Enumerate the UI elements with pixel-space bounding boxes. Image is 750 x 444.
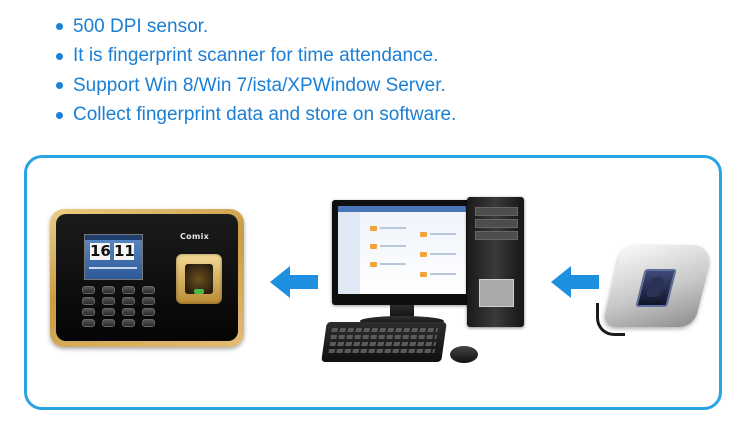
feature-item: 500 DPI sensor. — [56, 12, 456, 42]
keypad-key — [142, 308, 155, 316]
folder-icon — [370, 226, 377, 231]
terminal-screen: 16 11 — [84, 234, 143, 280]
screen-text-line — [380, 227, 406, 229]
usb-cable — [596, 303, 625, 336]
keypad-key — [142, 297, 155, 305]
keypad-key — [122, 297, 135, 305]
window-sidebar — [338, 212, 360, 294]
folder-icon — [370, 262, 377, 267]
screen-text-line — [380, 245, 406, 247]
feature-item: Support Win 8/Win 7/ista/XPWindow Server… — [56, 71, 456, 101]
keypad-key — [122, 286, 135, 294]
keypad-key — [82, 319, 95, 327]
monitor-stand — [390, 305, 414, 319]
drive-bay — [475, 207, 518, 216]
keypad-key — [82, 286, 95, 294]
drive-bay — [475, 219, 518, 228]
keypad-key — [102, 308, 115, 316]
monitor-screen — [338, 206, 466, 294]
keypad-key — [122, 319, 135, 327]
keypad-key — [82, 297, 95, 305]
feature-list: 500 DPI sensor. It is fingerprint scanne… — [56, 12, 456, 130]
monitor-base — [360, 316, 444, 326]
brand-logo: Comix — [180, 232, 210, 241]
bullet-icon — [56, 23, 63, 31]
drive-bay — [475, 231, 518, 240]
feature-item: Collect fingerprint data and store on so… — [56, 101, 456, 131]
keypad-key — [82, 308, 95, 316]
folder-icon — [420, 252, 427, 257]
mouse — [450, 346, 478, 363]
keypad-key — [142, 286, 155, 294]
folder-icon — [370, 244, 377, 249]
keypad-key — [102, 286, 115, 294]
keypad-key — [102, 297, 115, 305]
screen-date-line — [89, 267, 137, 269]
keyboard-row — [328, 349, 436, 353]
keyboard-row — [331, 328, 438, 332]
sensor-led — [194, 289, 204, 294]
arrow-left-icon — [551, 266, 599, 298]
folder-icon — [420, 232, 427, 237]
feature-text: Collect fingerprint data and store on so… — [73, 104, 457, 126]
tower-panel — [479, 279, 514, 307]
monitor — [332, 200, 472, 305]
clock-hours: 16 — [90, 242, 111, 260]
feature-text: Support Win 8/Win 7/ista/XPWindow Server… — [73, 74, 446, 96]
bullet-icon — [56, 52, 63, 60]
folder-icon — [420, 272, 427, 277]
terminal-face: 16 11 Comix — [56, 214, 238, 341]
screen-text-line — [430, 273, 456, 275]
window-titlebar — [338, 206, 466, 212]
screen-text-line — [430, 233, 456, 235]
bullet-icon — [56, 111, 63, 119]
fingerprint-icon — [645, 277, 665, 297]
feature-item: It is fingerprint scanner for time atten… — [56, 42, 456, 72]
pc-tower — [467, 197, 524, 327]
keyboard — [321, 322, 447, 362]
arrow-left-icon — [270, 266, 318, 298]
keypad-key — [122, 308, 135, 316]
terminal-body: 16 11 Comix — [50, 209, 244, 347]
keyboard-row — [329, 342, 436, 346]
screen-text-line — [380, 263, 406, 265]
keyboard-row — [330, 335, 437, 339]
fingerprint-sensor — [176, 254, 222, 304]
screen-topbar — [85, 235, 142, 240]
attendance-terminal-image: 16 11 Comix — [50, 209, 244, 347]
feature-text: 500 DPI sensor. — [73, 15, 209, 37]
screen-text-line — [430, 253, 456, 255]
keypad-key — [142, 319, 155, 327]
keypad-key — [102, 319, 115, 327]
clock-minutes: 11 — [114, 242, 135, 260]
bullet-icon — [56, 82, 63, 90]
feature-text: It is fingerprint scanner for time atten… — [73, 45, 439, 67]
